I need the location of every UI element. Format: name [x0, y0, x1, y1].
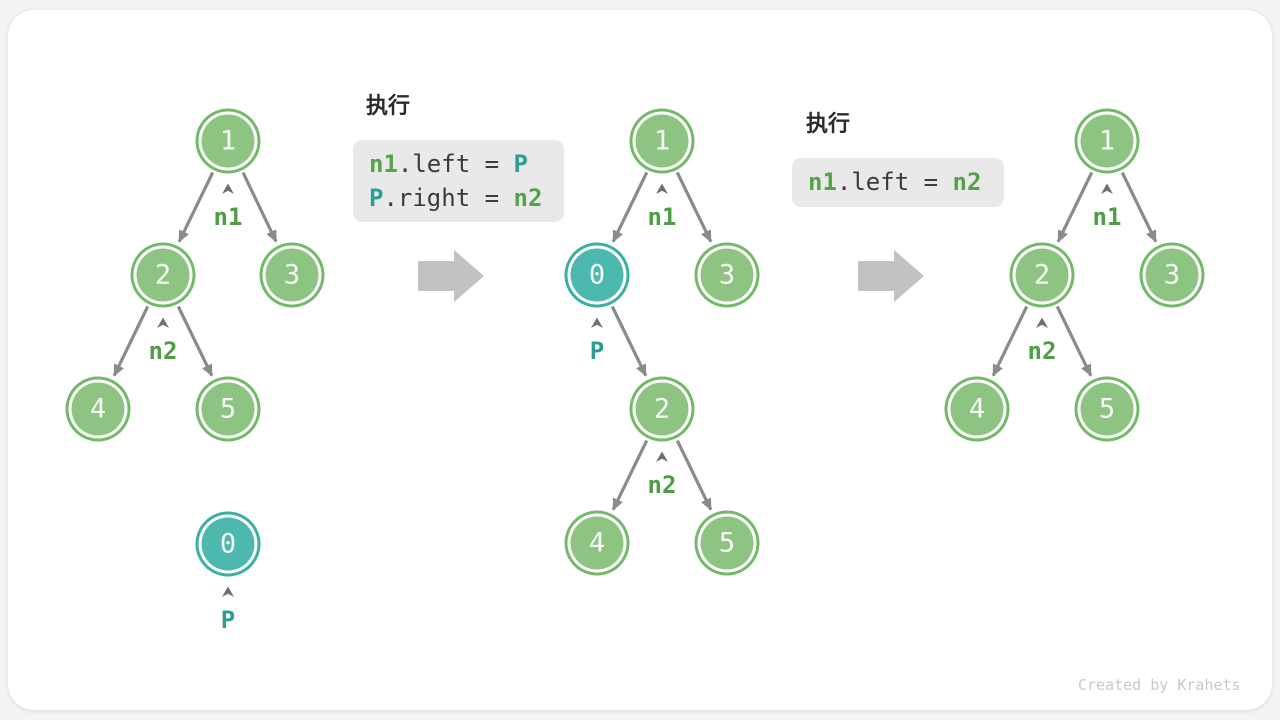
- edge-1-0: [611, 171, 649, 243]
- node-value: 3: [1164, 260, 1180, 291]
- watermark: Created by Krahets: [1078, 676, 1241, 694]
- node-value: 1: [1099, 126, 1115, 157]
- node-during-5: 5: [694, 510, 760, 576]
- pointer-label: P: [590, 337, 604, 365]
- node-fill: [570, 516, 624, 570]
- node-fill: [1145, 248, 1199, 302]
- node-before-5: 5: [195, 376, 261, 442]
- node-value: 2: [1034, 260, 1050, 291]
- node-after-1: 1: [1074, 108, 1140, 174]
- tree-after: 1 2 3 4 5 n1 n2: [944, 108, 1205, 442]
- tree-before: 1 2 3 4 5 0 n1 n2P: [65, 108, 325, 634]
- pointer-caret-icon: [656, 451, 668, 462]
- node-fill: [570, 248, 624, 302]
- node-fill: [71, 382, 125, 436]
- pointer-label: n1: [214, 203, 243, 231]
- node-after-5: 5: [1074, 376, 1140, 442]
- node-value: 5: [220, 394, 236, 425]
- pointer-caret-icon: [1101, 183, 1113, 194]
- node-fill: [201, 382, 255, 436]
- node-before-2: 2: [130, 242, 196, 308]
- node-value: 2: [654, 394, 670, 425]
- pointer-label: P: [221, 606, 235, 634]
- pointer-n2: n2: [648, 451, 677, 499]
- node-value: 4: [90, 394, 106, 425]
- node-during-3: 3: [694, 242, 760, 308]
- pointer-label: n2: [648, 471, 677, 499]
- node-after-4: 4: [944, 376, 1010, 442]
- node-during-0: 0: [564, 242, 630, 308]
- pointer-label: n2: [149, 337, 178, 365]
- flow-arrow-icon: [858, 250, 924, 302]
- flow-arrow-icon: [418, 250, 484, 302]
- pointer-n2: n2: [149, 317, 178, 365]
- edge-2-4: [991, 305, 1029, 377]
- node-fill: [635, 382, 689, 436]
- pointer-label: n1: [1093, 203, 1122, 231]
- node-fill: [201, 114, 255, 168]
- pointer-P: P: [590, 317, 604, 365]
- node-value: 1: [220, 126, 236, 157]
- node-fill: [1080, 114, 1134, 168]
- pointer-label: n2: [1028, 337, 1057, 365]
- pointer-n1: n1: [648, 183, 677, 231]
- edge-2-4: [112, 305, 150, 377]
- pointer-caret-icon: [157, 317, 169, 328]
- node-fill: [265, 248, 319, 302]
- node-before-3: 3: [259, 242, 325, 308]
- node-after-2: 2: [1009, 242, 1075, 308]
- pointer-P: P: [221, 586, 235, 634]
- node-value: 0: [589, 260, 605, 291]
- edge-1-3: [1120, 171, 1158, 243]
- node-before-0: 0: [195, 511, 261, 577]
- node-value: 4: [589, 528, 605, 559]
- node-after-3: 3: [1139, 242, 1205, 308]
- node-fill: [950, 382, 1004, 436]
- edge-1-2: [177, 171, 215, 243]
- edge-1-3: [675, 171, 713, 243]
- node-during-1: 1: [629, 108, 695, 174]
- pointer-caret-icon: [1036, 317, 1048, 328]
- node-value: 3: [719, 260, 735, 291]
- pointer-caret-icon: [222, 586, 234, 597]
- node-before-4: 4: [65, 376, 131, 442]
- node-value: 1: [654, 126, 670, 157]
- node-during-2: 2: [629, 376, 695, 442]
- node-value: 0: [220, 529, 236, 560]
- edge-2-5: [1055, 305, 1093, 377]
- edge-0-2: [610, 305, 648, 377]
- node-before-1: 1: [195, 108, 261, 174]
- edge-2-4: [611, 439, 649, 511]
- node-fill: [201, 517, 255, 571]
- node-fill: [635, 114, 689, 168]
- node-value: 3: [284, 260, 300, 291]
- pointer-n2: n2: [1028, 317, 1057, 365]
- node-fill: [136, 248, 190, 302]
- node-fill: [1015, 248, 1069, 302]
- pointer-caret-icon: [656, 183, 668, 194]
- node-during-4: 4: [564, 510, 630, 576]
- node-value: 2: [155, 260, 171, 291]
- node-value: 4: [969, 394, 985, 425]
- node-value: 5: [719, 528, 735, 559]
- pointer-n1: n1: [214, 183, 243, 231]
- edge-1-3: [241, 171, 278, 243]
- node-fill: [1080, 382, 1134, 436]
- pointer-label: n1: [648, 203, 677, 231]
- edge-2-5: [675, 439, 713, 511]
- node-value: 5: [1099, 394, 1115, 425]
- edge-1-2: [1056, 171, 1094, 243]
- pointer-caret-icon: [591, 317, 603, 328]
- node-fill: [700, 248, 754, 302]
- pointer-n1: n1: [1093, 183, 1122, 231]
- pointer-caret-icon: [222, 183, 234, 194]
- edge-2-5: [176, 305, 214, 377]
- node-fill: [700, 516, 754, 570]
